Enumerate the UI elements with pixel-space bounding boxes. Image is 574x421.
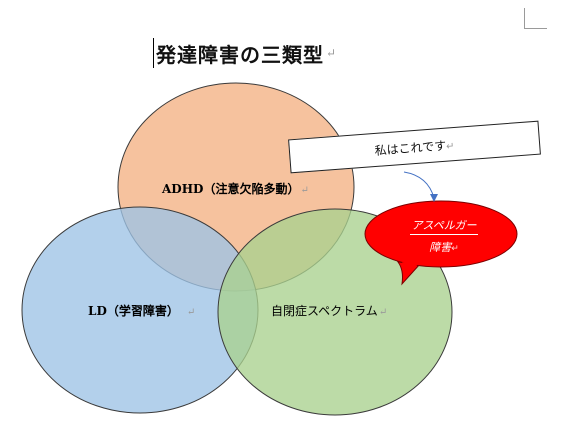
callout-text: 私はこれです↵ xyxy=(374,138,455,158)
label-asd: 自閉症スペクトラム↵ xyxy=(271,304,388,318)
text-cursor xyxy=(153,38,154,68)
label-adhd: ADHD（注意欠陥多動）↵ xyxy=(162,182,309,196)
page-corner-mark xyxy=(524,8,547,29)
label-ld: LD（学習障害）↵ xyxy=(88,304,196,318)
bubble-text: アスペルガー 障害↵ xyxy=(409,218,479,254)
paragraph-mark: ↵ xyxy=(326,46,337,60)
circle-asd[interactable] xyxy=(217,208,453,416)
bubble-line-1: アスペルガー xyxy=(409,218,479,235)
connector-arrow xyxy=(403,171,438,202)
bubble-line-2: 障害 xyxy=(429,241,452,254)
document-title[interactable]: 発達障害の三類型 xyxy=(156,42,324,67)
title-line[interactable]: 発達障害の三類型 ↵ xyxy=(153,38,336,68)
